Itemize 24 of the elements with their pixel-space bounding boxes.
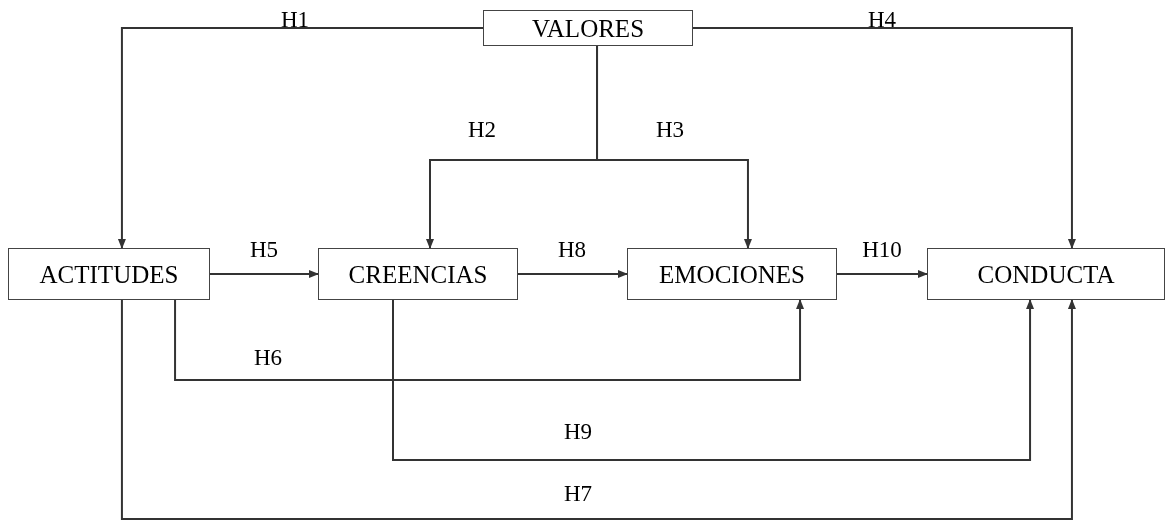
- edge-label: H3: [655, 118, 685, 141]
- edge-label: H1: [280, 8, 310, 31]
- concept-box: CREENCIAS: [318, 248, 518, 300]
- edge-label: H6: [253, 346, 283, 369]
- arrow: [392, 299, 1035, 461]
- concept-box: VALORES: [483, 10, 693, 46]
- arrow: [117, 27, 484, 249]
- arrow: [517, 270, 628, 278]
- arrow: [596, 45, 752, 249]
- edge-label: H10: [862, 238, 902, 261]
- concept-box: ACTITUDES: [8, 248, 210, 300]
- edge-label: H8: [557, 238, 587, 261]
- edge-label: H2: [467, 118, 497, 141]
- arrow: [692, 27, 1076, 249]
- edge-label: H9: [563, 420, 593, 443]
- arrow: [836, 270, 928, 278]
- concept-box: CONDUCTA: [927, 248, 1165, 300]
- concept-box: EMOCIONES: [627, 248, 837, 300]
- arrow: [174, 299, 805, 381]
- edge-label: H5: [249, 238, 279, 261]
- edge-label: H7: [563, 482, 593, 505]
- arrow: [209, 270, 319, 278]
- arrow: [120, 299, 1076, 520]
- edge-label: H4: [867, 8, 897, 31]
